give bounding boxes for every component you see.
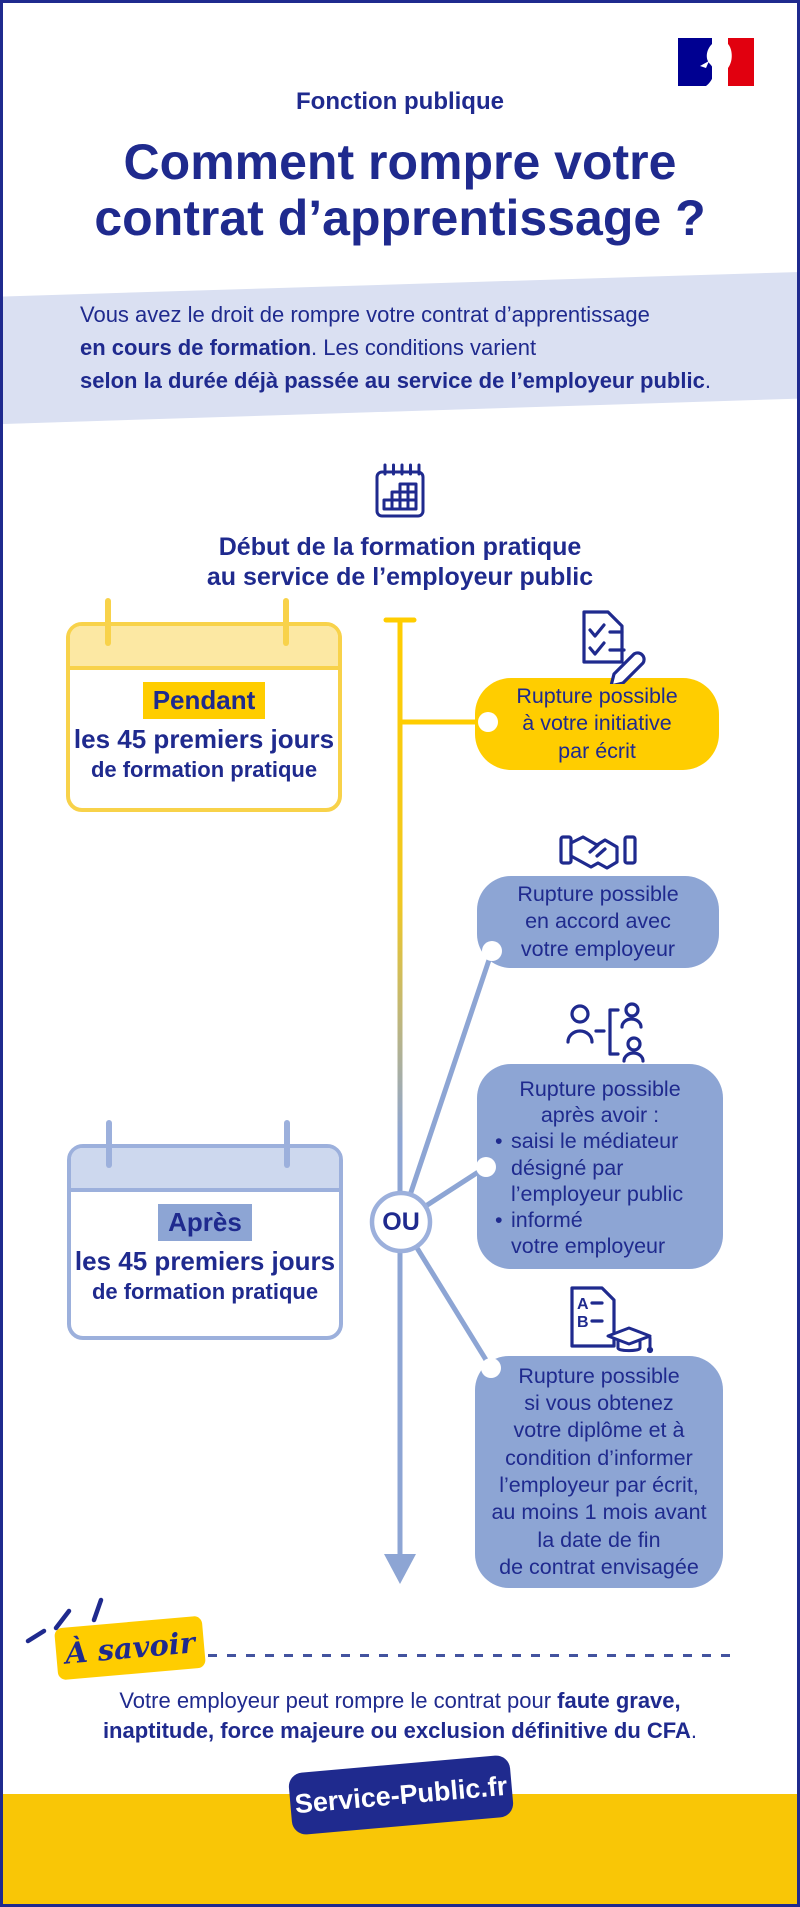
timeline-arrowhead	[384, 1554, 416, 1584]
apres-card: Après les 45 premiers jours de formation…	[67, 1144, 343, 1340]
calendar-peg	[106, 1120, 112, 1168]
dashed-divider	[208, 1654, 736, 1657]
diploma-icon: A B	[564, 1282, 656, 1361]
apres-line1: les 45 premiers jours	[74, 1246, 336, 1276]
pendant-card-band	[70, 626, 338, 670]
intro-paragraph: Vous avez le droit de rompre votre contr…	[80, 298, 780, 397]
timeline-start-label: Début de la formation pratique au servic…	[206, 533, 594, 591]
rupture-initiative-box: Rupture possible à votre initiative par …	[475, 678, 719, 770]
apres-line2: de formation pratique	[91, 1279, 319, 1304]
rupture-accord-box: Rupture possible en accord avec votre em…	[477, 876, 719, 968]
mediateur-bullet-1: saisi le médiateur désigné par l’employe…	[495, 1128, 723, 1207]
mediateur-heading: Rupture possible après avoir :	[519, 1077, 681, 1128]
note-line-1: Votre employeur peut rompre le contrat p…	[119, 1688, 681, 1713]
apres-card-band	[71, 1148, 339, 1192]
french-government-flag-icon	[678, 38, 760, 86]
page-title: Comment rompre votre contrat d’apprentis…	[94, 134, 706, 246]
note-paragraph: Votre employeur peut rompre le contrat p…	[60, 1686, 740, 1745]
intro-line-1: Vous avez le droit de rompre votre contr…	[80, 302, 650, 327]
note-line-2: inaptitude, force majeure ou exclusion d…	[102, 1717, 698, 1743]
calendar-peg	[284, 1120, 290, 1168]
apres-highlight: Après	[158, 1204, 252, 1241]
diploma-letter-b: B	[577, 1314, 589, 1331]
rupture-mediateur-box: Rupture possible après avoir : saisi le …	[477, 1064, 723, 1269]
or-connector-label: OU	[382, 1207, 420, 1236]
calendar-peg	[105, 598, 111, 646]
intro-line-2: en cours de formation. Les conditions va…	[80, 335, 537, 360]
calendar-grid-icon	[372, 462, 428, 527]
intro-band	[0, 271, 800, 425]
pendant-line2: de formation pratique	[90, 757, 318, 782]
diploma-letter-a: A	[577, 1296, 589, 1313]
mediateur-bullet-2: informé votre employeur	[495, 1207, 723, 1259]
rupture-diplome-box: Rupture possible si vous obtenez votre d…	[475, 1356, 723, 1588]
a-savoir-badge: À savoir	[54, 1615, 206, 1681]
calendar-peg	[283, 598, 289, 646]
handshake-icon	[558, 826, 638, 879]
pendant-card: Pendant les 45 premiers jours de formati…	[66, 622, 342, 812]
mediator-icon	[564, 1000, 654, 1073]
intro-line-3: selon la durée déjà passée au service de…	[80, 368, 711, 393]
checklist-pen-icon	[554, 604, 650, 689]
pendant-highlight: Pendant	[142, 682, 266, 719]
brand-label: Fonction publique	[296, 88, 504, 115]
pendant-line1: les 45 premiers jours	[73, 724, 335, 754]
